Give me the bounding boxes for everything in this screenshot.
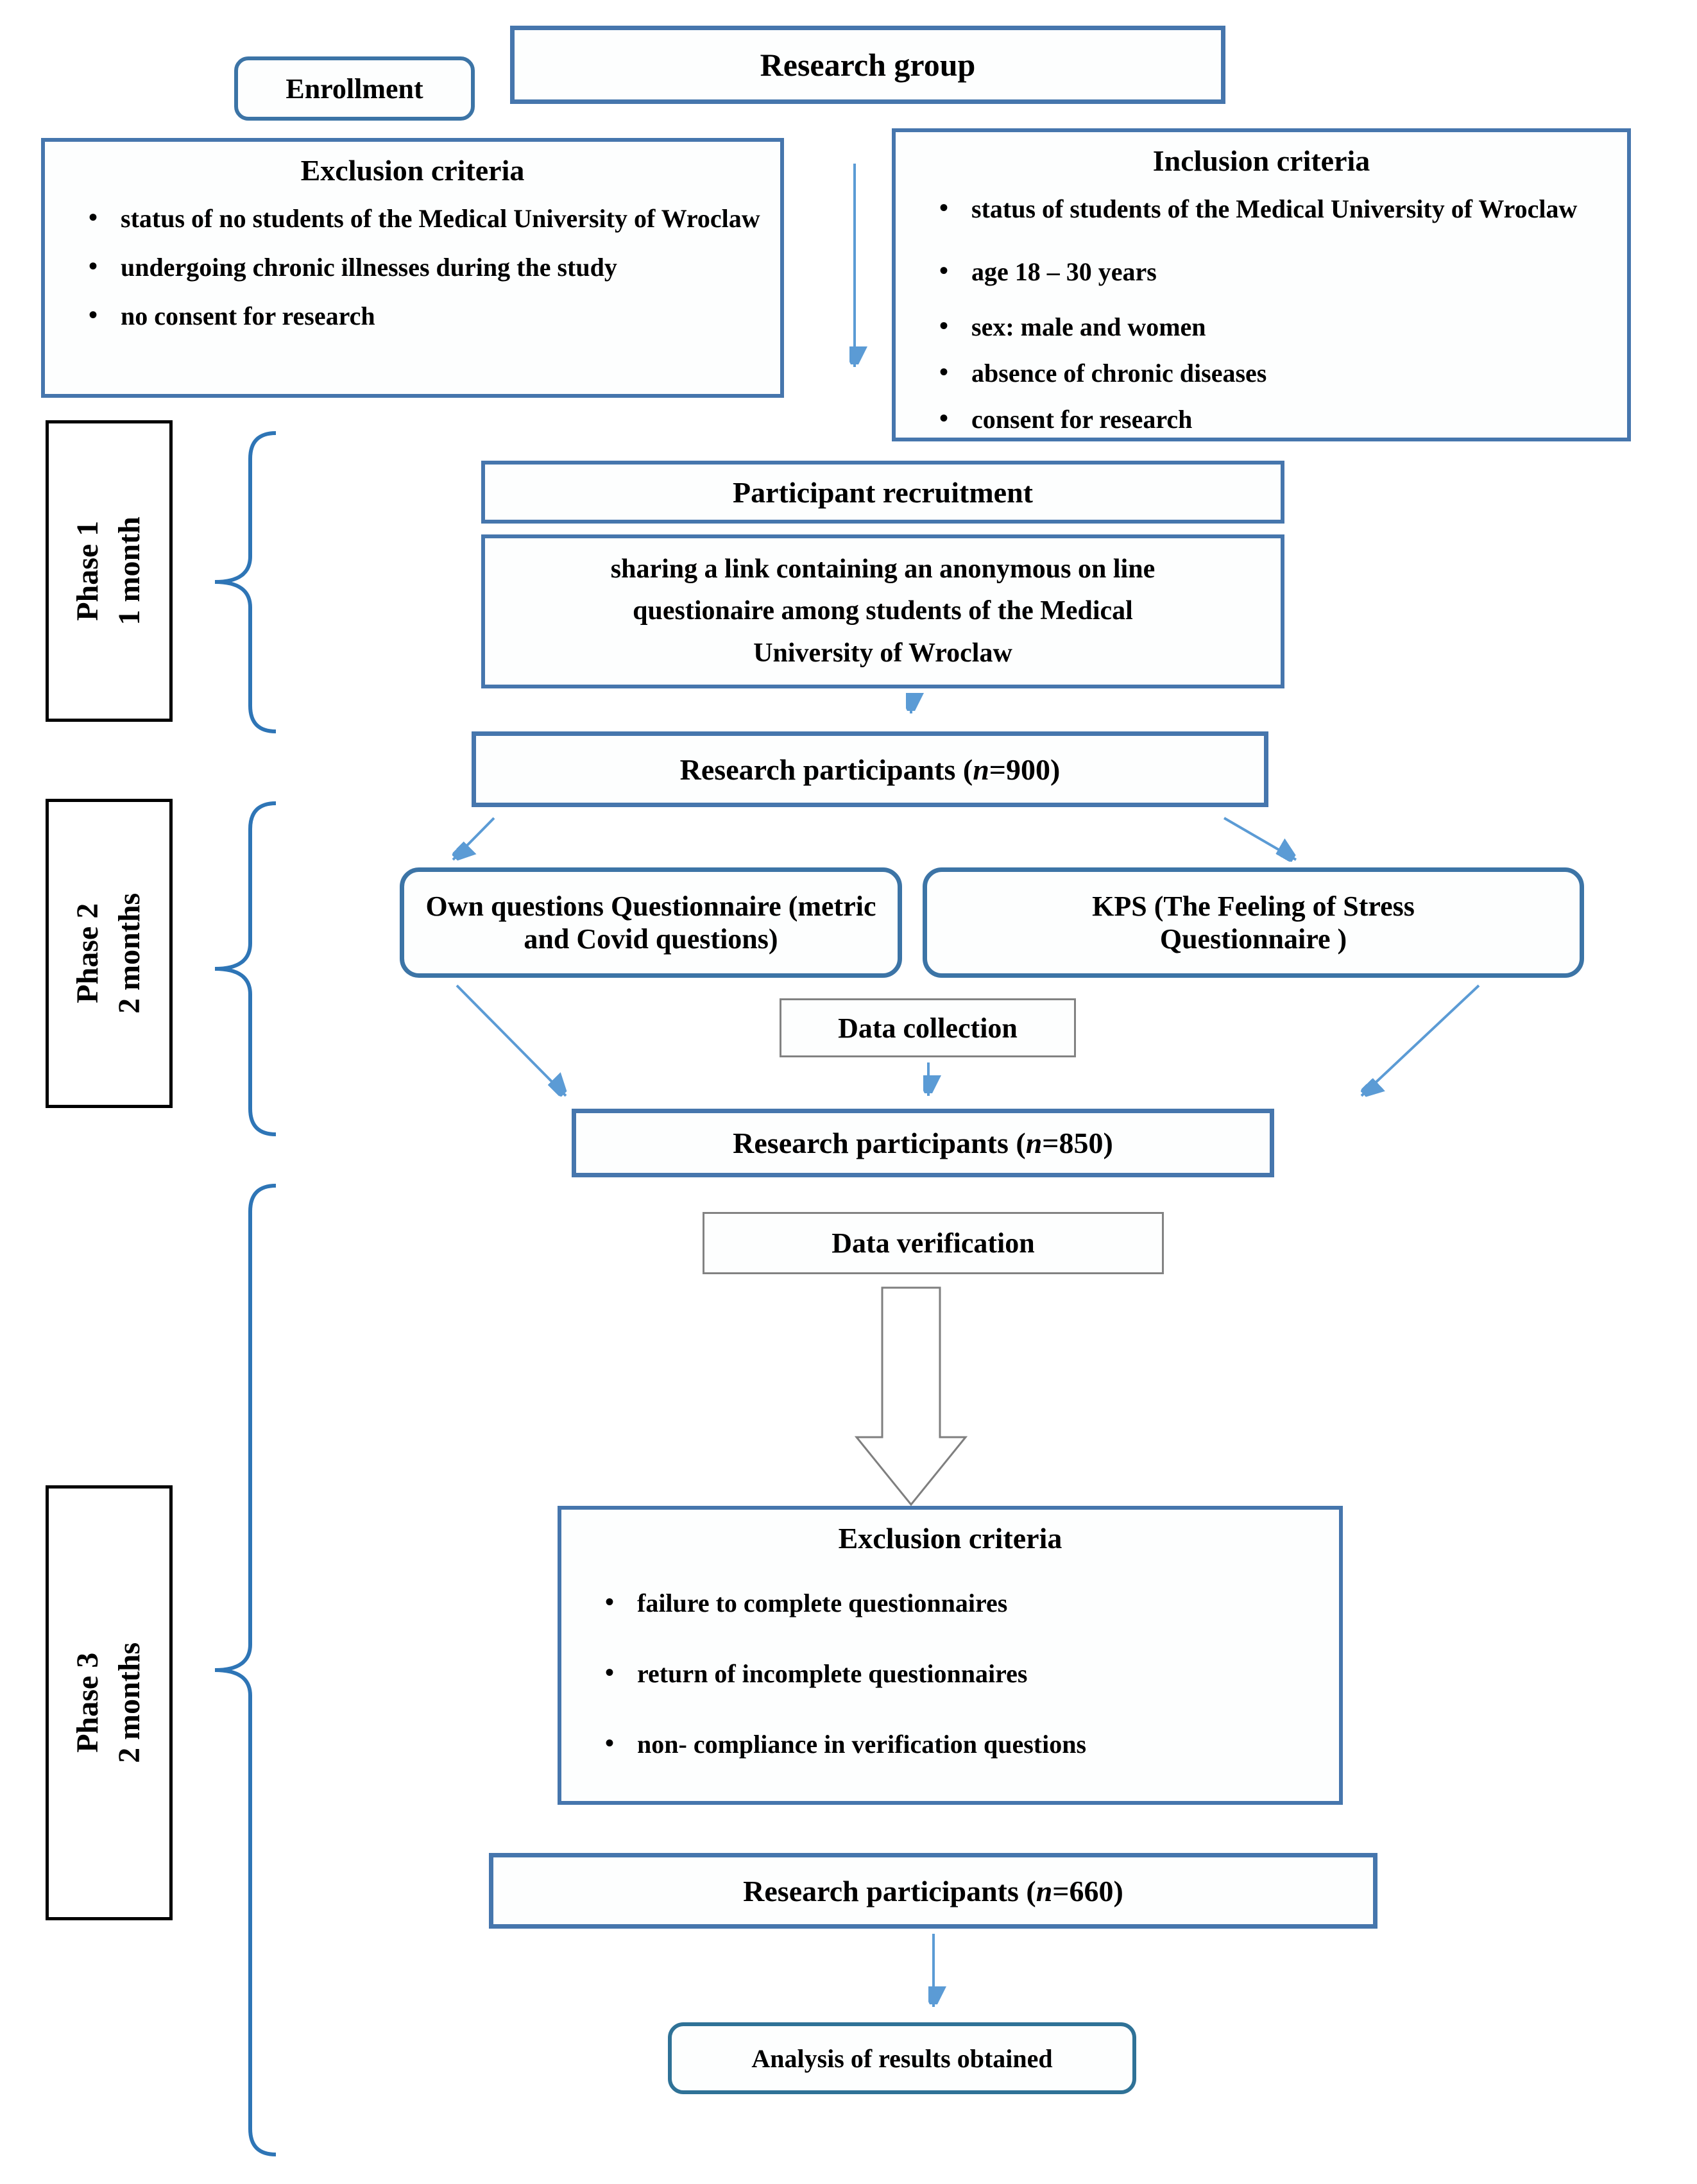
exclusion-criteria-bottom-box: Exclusion criteria failure to complete q…: [558, 1506, 1343, 1805]
data-collection-label: Data collection: [838, 1012, 1018, 1044]
research-participants-660-label: Research participants (n=660): [743, 1874, 1123, 1908]
arrow-kps-to-n850-icon: [1361, 984, 1480, 1096]
data-collection-box: Data collection: [780, 998, 1076, 1057]
n850-nvar: n: [1025, 1127, 1043, 1159]
list-item: status of no students of the Medical Uni…: [81, 199, 761, 237]
phase3-line2: 2 months: [112, 1642, 147, 1764]
kps-questionnaire-label: KPS (The Feeling of Stress Questionnaire…: [1092, 891, 1415, 955]
own-questionnaire-label: Own questions Questionnaire (metric and …: [425, 891, 876, 955]
n850-suffix: =850): [1042, 1127, 1113, 1159]
phase2-box: Phase 2 2 months: [46, 799, 173, 1108]
exclusion-criteria-top-box: Exclusion criteria status of no students…: [41, 138, 784, 398]
enrollment-label: Enrollment: [286, 73, 423, 105]
phase1-brace-icon: [214, 431, 277, 733]
list-item: age 18 – 30 years: [932, 252, 1608, 291]
sharing-link-text: sharing a link containing an anonymous o…: [610, 554, 1155, 668]
block-down-arrow-icon: [854, 1286, 968, 1506]
research-group-label: Research group: [760, 47, 976, 83]
research-participants-900-label: Research participants (n=900): [680, 753, 1061, 787]
exclusion-criteria-bottom-list: failure to complete questionnaires retur…: [561, 1583, 1339, 1796]
phase2-brace-icon: [214, 801, 277, 1136]
list-item: failure to complete questionnaires: [597, 1583, 1320, 1622]
exclusion-criteria-bottom-title: Exclusion criteria: [838, 1522, 1062, 1555]
inclusion-criteria-list: status of students of the Medical Univer…: [896, 189, 1627, 450]
n660-prefix: Research participants (: [743, 1874, 1036, 1907]
phase2-line2: 2 months: [112, 892, 147, 1014]
n660-nvar: n: [1036, 1874, 1053, 1907]
arrow-n900-to-kps-icon: [1223, 817, 1296, 860]
exclusion-criteria-top-list: status of no students of the Medical Uni…: [45, 199, 780, 346]
list-item: absence of chronic diseases: [932, 354, 1608, 392]
phase2-line1: Phase 2: [71, 903, 105, 1004]
arrow-own-to-n850-icon: [456, 984, 566, 1096]
data-verification-box: Data verification: [703, 1212, 1164, 1274]
n660-suffix: =660): [1052, 1874, 1123, 1907]
research-participants-850-box: Research participants (n=850): [572, 1109, 1274, 1177]
list-item: undergoing chronic illnesses during the …: [81, 248, 761, 286]
analysis-results-label: Analysis of results obtained: [751, 2043, 1053, 2073]
list-item: no consent for research: [81, 296, 761, 335]
enrollment-box: Enrollment: [234, 56, 475, 121]
phase3-label: Phase 3 2 months: [67, 1642, 151, 1763]
research-participants-900-box: Research participants (n=900): [472, 731, 1268, 807]
n850-prefix: Research participants (: [733, 1127, 1026, 1159]
arrow-n900-to-own-icon: [453, 817, 495, 860]
n900-suffix: =900): [989, 753, 1061, 786]
list-item: return of incomplete questionnaires: [597, 1654, 1320, 1693]
own-questionnaire-box: Own questions Questionnaire (metric and …: [400, 867, 902, 978]
n900-nvar: n: [973, 753, 989, 786]
sharing-link-box: sharing a link containing an anonymous o…: [481, 534, 1284, 688]
phase1-label: Phase 1 1 month: [67, 516, 151, 625]
list-item: consent for research: [932, 400, 1608, 438]
phase2-label: Phase 2 2 months: [67, 893, 151, 1014]
research-group-box: Research group: [510, 26, 1225, 104]
data-verification-label: Data verification: [831, 1227, 1035, 1259]
phase3-brace-icon: [214, 1184, 277, 2156]
research-participants-850-label: Research participants (n=850): [733, 1126, 1113, 1160]
kps-questionnaire-box: KPS (The Feeling of Stress Questionnaire…: [923, 867, 1584, 978]
research-participants-660-box: Research participants (n=660): [489, 1853, 1377, 1929]
exclusion-criteria-top-title: Exclusion criteria: [300, 154, 525, 187]
phase1-box: Phase 1 1 month: [46, 420, 173, 722]
phase1-line2: 1 month: [112, 516, 146, 626]
phase3-box: Phase 3 2 months: [46, 1485, 173, 1920]
participant-recruitment-box: Participant recruitment: [481, 461, 1284, 524]
analysis-results-box: Analysis of results obtained: [668, 2022, 1136, 2094]
n900-prefix: Research participants (: [679, 753, 973, 786]
inclusion-criteria-title: Inclusion criteria: [1152, 144, 1370, 177]
list-item: non- compliance in verification question…: [597, 1725, 1320, 1763]
phase3-line1: Phase 3: [71, 1653, 105, 1753]
participant-recruitment-label: Participant recruitment: [733, 475, 1033, 509]
list-item: status of students of the Medical Univer…: [932, 189, 1608, 228]
inclusion-criteria-box: Inclusion criteria status of students of…: [892, 128, 1631, 441]
list-item: sex: male and women: [932, 307, 1608, 346]
phase1-line1: Phase 1: [71, 521, 105, 622]
